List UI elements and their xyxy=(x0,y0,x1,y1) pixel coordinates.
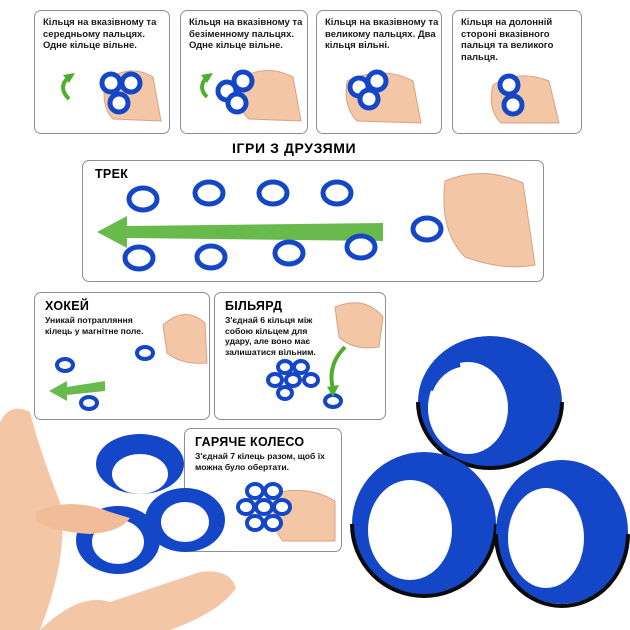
ring-mark xyxy=(79,395,99,411)
instruction-card-4: Кільця на долонній стороні вказівного па… xyxy=(452,10,582,134)
instruction-text-2: Кільця на вказівному та безіменному паль… xyxy=(189,17,303,51)
hot-wheel-game-card: ГАРЯЧЕ КОЛЕСО З'єднай 7 кілець разом, що… xyxy=(184,428,342,552)
track-title: ТРЕК xyxy=(95,167,129,181)
ring-mark xyxy=(245,514,265,532)
ring-mark xyxy=(254,498,274,516)
hockey-desc: Уникай потрапляння кілець у магнітне пол… xyxy=(45,315,144,336)
hot-wheel-title: ГАРЯЧЕ КОЛЕСО xyxy=(195,435,305,449)
ring-mark xyxy=(236,498,256,516)
ring-mark xyxy=(276,385,294,401)
hand-flick xyxy=(443,173,536,268)
billiards-title: БІЛЬЯРД xyxy=(225,299,283,313)
ring-mark xyxy=(276,359,294,375)
hockey-title: ХОКЕЙ xyxy=(45,299,90,313)
hand-holding-rings-photo xyxy=(0,408,236,630)
hand-with-rings-illustration-4 xyxy=(490,73,560,124)
ring-mark xyxy=(272,498,292,516)
product-ring-top xyxy=(416,336,564,470)
green-arrow-left xyxy=(49,381,105,401)
section-heading: ІГРИ З ДРУЗЯМИ xyxy=(232,140,357,156)
billiards-desc: З'єднай 6 кільця між собою кільцем для у… xyxy=(225,315,316,357)
hot-wheel-desc: З'єднай 7 кілець разом, щоб їх можна бул… xyxy=(195,451,325,472)
hot-wheel-illustration xyxy=(236,482,336,542)
product-ring-right xyxy=(494,460,630,608)
photo-ring-right xyxy=(145,488,225,552)
green-curved-arrow xyxy=(329,345,347,390)
ring-mark xyxy=(320,179,354,207)
hand-with-rings-illustration-3 xyxy=(345,69,422,124)
ring-mark xyxy=(284,372,302,388)
hand-with-rings-illustration-2 xyxy=(200,69,302,122)
instruction-text-3: Кільця на вказівному та великому пальцях… xyxy=(325,17,439,51)
instruction-card-2: Кільця на вказівному та безіменному паль… xyxy=(180,10,308,134)
instruction-text-4: Кільця на долонній стороні вказівного па… xyxy=(461,17,554,63)
ring-mark xyxy=(410,215,444,243)
hockey-game-card: ХОКЕЙ Уникай потрапляння кілець у магніт… xyxy=(34,292,210,420)
ring-mark xyxy=(256,179,290,207)
ring-mark xyxy=(344,233,378,261)
product-ring-left xyxy=(350,452,498,598)
instruction-card-3: Кільця на вказівному та великому пальцях… xyxy=(316,10,442,134)
ring-stack-product xyxy=(350,336,630,608)
instruction-card-1: Кільця на вказівному та середньому пальц… xyxy=(34,10,170,134)
instruction-text-1: Кільця на вказівному та середньому пальц… xyxy=(43,17,157,51)
track-illustration xyxy=(97,173,536,272)
ring-mark xyxy=(135,345,155,361)
billiards-game-card: БІЛЬЯРД З'єднай 6 кільця між собою кільц… xyxy=(214,292,386,420)
ring-mark xyxy=(192,179,226,207)
ring-mark xyxy=(122,244,156,272)
hand-with-rings-illustration-1 xyxy=(61,70,162,122)
ring-mark xyxy=(266,372,284,388)
ring-mark xyxy=(55,357,75,373)
photo-ring-top xyxy=(96,434,184,494)
ring-mark xyxy=(272,239,306,267)
ring-mark xyxy=(302,372,320,388)
track-game-card: ТРЕК xyxy=(82,160,544,282)
hockey-illustration xyxy=(49,314,208,411)
ring-mark xyxy=(292,359,310,375)
ring-mark xyxy=(194,243,228,271)
ring-mark xyxy=(245,482,265,500)
green-arrow-left xyxy=(97,216,383,248)
ring-mark xyxy=(263,482,283,500)
billiards-illustration xyxy=(266,302,384,409)
ring-mark xyxy=(263,514,283,532)
ring-mark xyxy=(126,185,160,213)
